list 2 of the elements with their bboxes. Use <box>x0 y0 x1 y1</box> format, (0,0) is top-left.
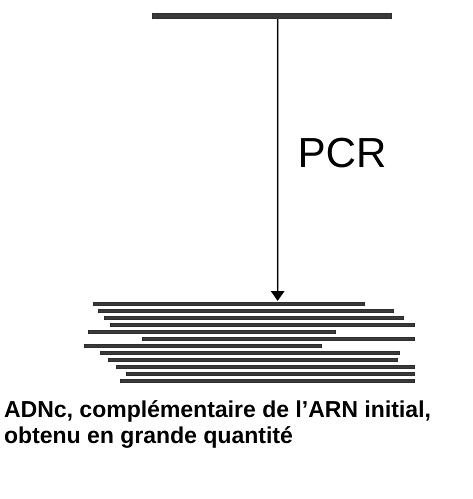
caption-text: ADNc, complémentaire de l’ARN initial, obtenu en grande quantité <box>4 396 432 448</box>
arrow <box>270 19 285 301</box>
